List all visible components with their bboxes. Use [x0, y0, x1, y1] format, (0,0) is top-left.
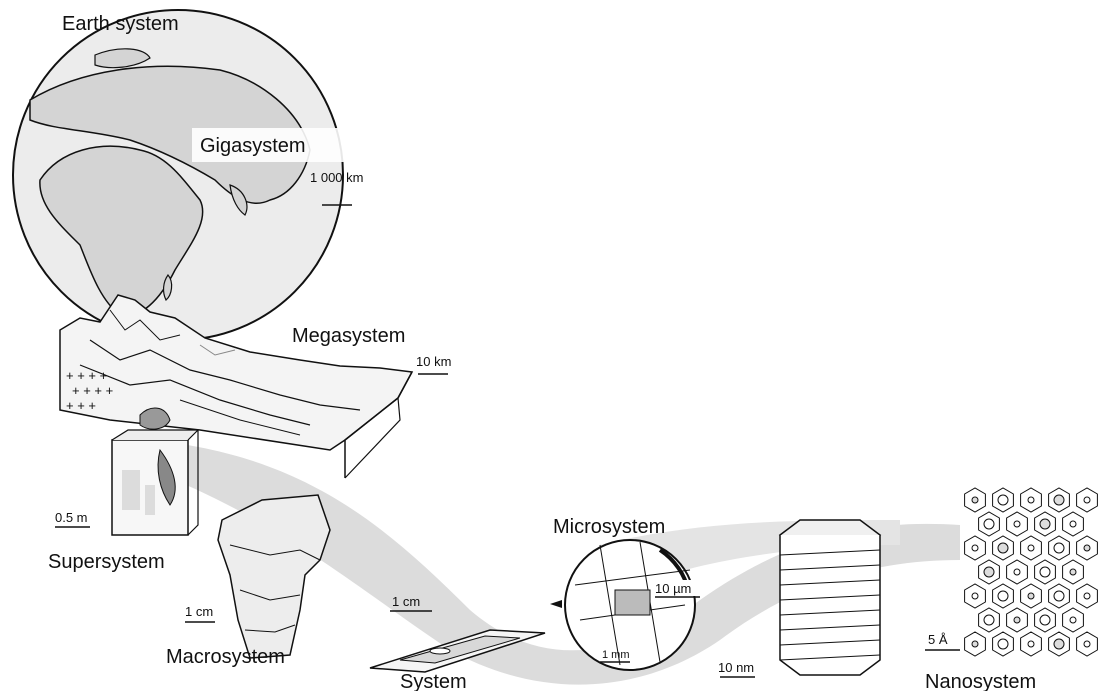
- scale-megasystem: 10 km: [416, 354, 451, 369]
- lattice-atom: [1054, 639, 1064, 649]
- svg-text:+ + +: + + +: [66, 398, 96, 413]
- label-microsystem: Microsystem: [553, 516, 665, 538]
- lattice-atom: [1014, 569, 1020, 575]
- lattice-atom: [972, 593, 978, 599]
- lattice-atom: [998, 639, 1008, 649]
- nano-platelet-stack: [780, 520, 880, 675]
- lattice-atom: [1070, 521, 1076, 527]
- scale-nanosystem: 5 Å: [928, 632, 948, 647]
- scale-macrosystem: 1 cm: [185, 604, 213, 619]
- lattice-atom: [1084, 593, 1090, 599]
- lattice-atom: [972, 497, 978, 503]
- label-gigasystem: Gigasystem: [200, 135, 306, 157]
- label-supersystem: Supersystem: [48, 551, 165, 573]
- lattice-atom: [1054, 495, 1064, 505]
- lattice-atom: [1084, 641, 1090, 647]
- lattice-atom: [984, 567, 994, 577]
- rock-specimen-illustration: [218, 495, 330, 658]
- lattice-atom: [972, 545, 978, 551]
- lattice-atom: [1084, 497, 1090, 503]
- lattice-atom: [998, 495, 1008, 505]
- lattice-atom: [972, 641, 978, 647]
- label-system: System: [400, 671, 467, 691]
- scale-gigasystem: 1 000 km: [310, 170, 363, 185]
- label-macrosystem: Macrosystem: [166, 646, 285, 668]
- lattice-atom: [998, 543, 1008, 553]
- lattice-atom: [1054, 591, 1064, 601]
- lattice-atom: [998, 591, 1008, 601]
- atomic-lattice: [965, 488, 1098, 656]
- lattice-atom: [1028, 593, 1034, 599]
- lattice-atom: [1028, 641, 1034, 647]
- lattice-atom: [1084, 545, 1090, 551]
- lattice-atom: [1014, 521, 1020, 527]
- globe-illustration: [13, 10, 343, 340]
- label-earth-system: Earth system: [62, 13, 179, 35]
- label-megasystem: Megasystem: [292, 325, 405, 347]
- scale-system: 1 cm: [392, 594, 420, 609]
- lattice-atom: [1014, 617, 1020, 623]
- lattice-atom: [1040, 615, 1050, 625]
- lattice-atom: [1040, 519, 1050, 529]
- label-nanosystem: Nanosystem: [925, 671, 1036, 691]
- lattice-atom: [1028, 545, 1034, 551]
- scale-supersystem: 0.5 m: [55, 510, 88, 525]
- lattice-atom: [1040, 567, 1050, 577]
- scale-microsystem-inset: 1 mm: [602, 649, 630, 661]
- lattice-atom: [1070, 617, 1076, 623]
- svg-text:+ + + +: + + + +: [72, 383, 113, 398]
- lattice-atom: [984, 519, 994, 529]
- granite-crosses: + + + +: [66, 368, 107, 383]
- lattice-atom: [984, 615, 994, 625]
- scale-nano-stack: 10 nm: [718, 660, 754, 675]
- lattice-atom: [1054, 543, 1064, 553]
- lattice-atom: [1028, 497, 1034, 503]
- scale-microsystem: 10 µm: [655, 581, 691, 596]
- lattice-atom: [1070, 569, 1076, 575]
